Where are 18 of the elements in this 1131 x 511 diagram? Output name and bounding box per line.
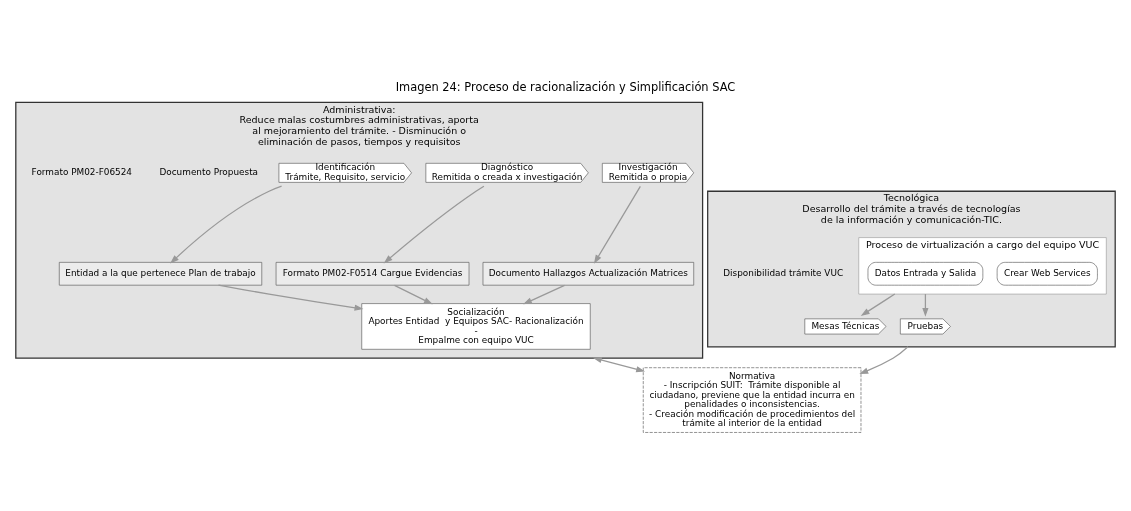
arrow <box>383 185 485 263</box>
node-box: Crear Web Services <box>996 261 1098 285</box>
label: Disponibilidad trámite VUC <box>723 267 844 278</box>
arrow <box>592 356 646 372</box>
node-box: Formato PM02-F0514 Cargue Evidencias <box>275 261 470 285</box>
node-box: Entidad a la que pertenece Plan de trabajo <box>58 261 263 285</box>
arrow <box>170 185 283 264</box>
arrow <box>860 292 896 316</box>
node-box: Datos Entrada y Salida <box>867 261 984 285</box>
label: Formato PM02-F06524 <box>31 166 133 177</box>
label: Documento Propuesta <box>159 166 259 177</box>
arrow <box>593 185 641 264</box>
node-box: Documento Hallazgos Actualización Matrices <box>482 261 695 285</box>
node-box: Normativa - Inscripción SUIT: Trámite disponible al ciudadano, previene que la entidad incurra en penalidades o inconsistencias. - Creación modificación de procedimientos del trámite al interior de la entidad <box>642 366 862 433</box>
arrow <box>859 345 909 374</box>
arrow <box>217 284 364 311</box>
diagram-title: Imagen 24: Proceso de racionalización y Simplificación SAC <box>395 79 736 94</box>
node-box: Socialización Aportes Entidad y Equipos SAC- Racionalización - Empalme con equipo VUC <box>361 302 591 350</box>
